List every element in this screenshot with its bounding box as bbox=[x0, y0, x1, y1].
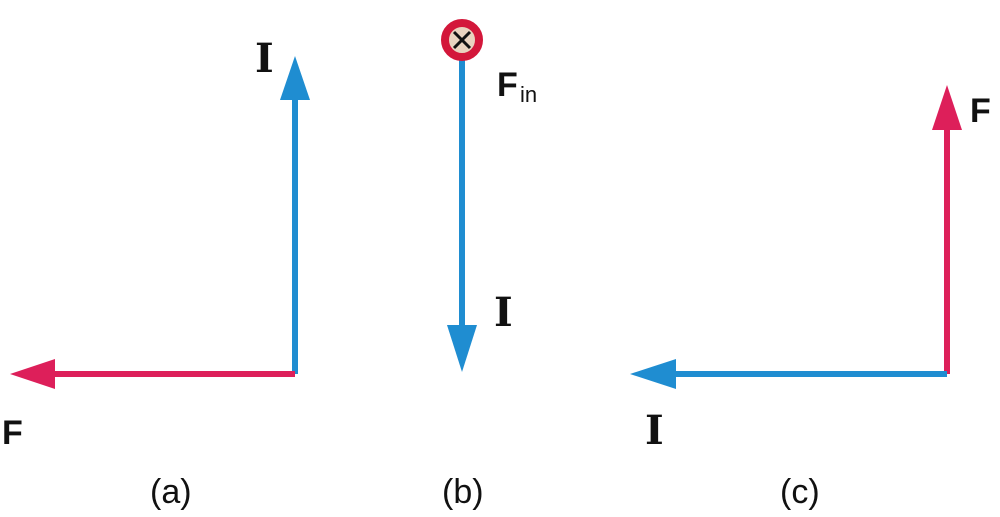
panel-b-force-subscript: in bbox=[520, 82, 537, 107]
panel-a-force-label: F bbox=[2, 414, 23, 452]
panel-c-current-label: I bbox=[645, 407, 664, 454]
panel-b-force-into-page-icon bbox=[441, 19, 483, 61]
panel-b-caption: (b) bbox=[442, 473, 484, 511]
panel-c-force-arrowhead bbox=[932, 85, 962, 130]
panel-b-current-label: I bbox=[494, 289, 513, 336]
panel-c-current-arrowhead bbox=[630, 359, 676, 389]
panel-c-force-label: F bbox=[970, 92, 991, 130]
panel-b: F in I (b) bbox=[441, 19, 537, 511]
panel-c-caption: (c) bbox=[780, 473, 820, 511]
panel-a: I F (a) bbox=[2, 35, 310, 511]
panel-b-current-arrowhead bbox=[447, 325, 477, 372]
panel-b-force-label: F bbox=[497, 66, 518, 104]
panel-a-current-arrowhead bbox=[280, 56, 310, 100]
panel-a-current-label: I bbox=[255, 35, 274, 82]
panel-a-force-arrowhead bbox=[10, 359, 55, 389]
panel-a-caption: (a) bbox=[150, 473, 192, 511]
panel-c: F I (c) bbox=[630, 85, 991, 511]
